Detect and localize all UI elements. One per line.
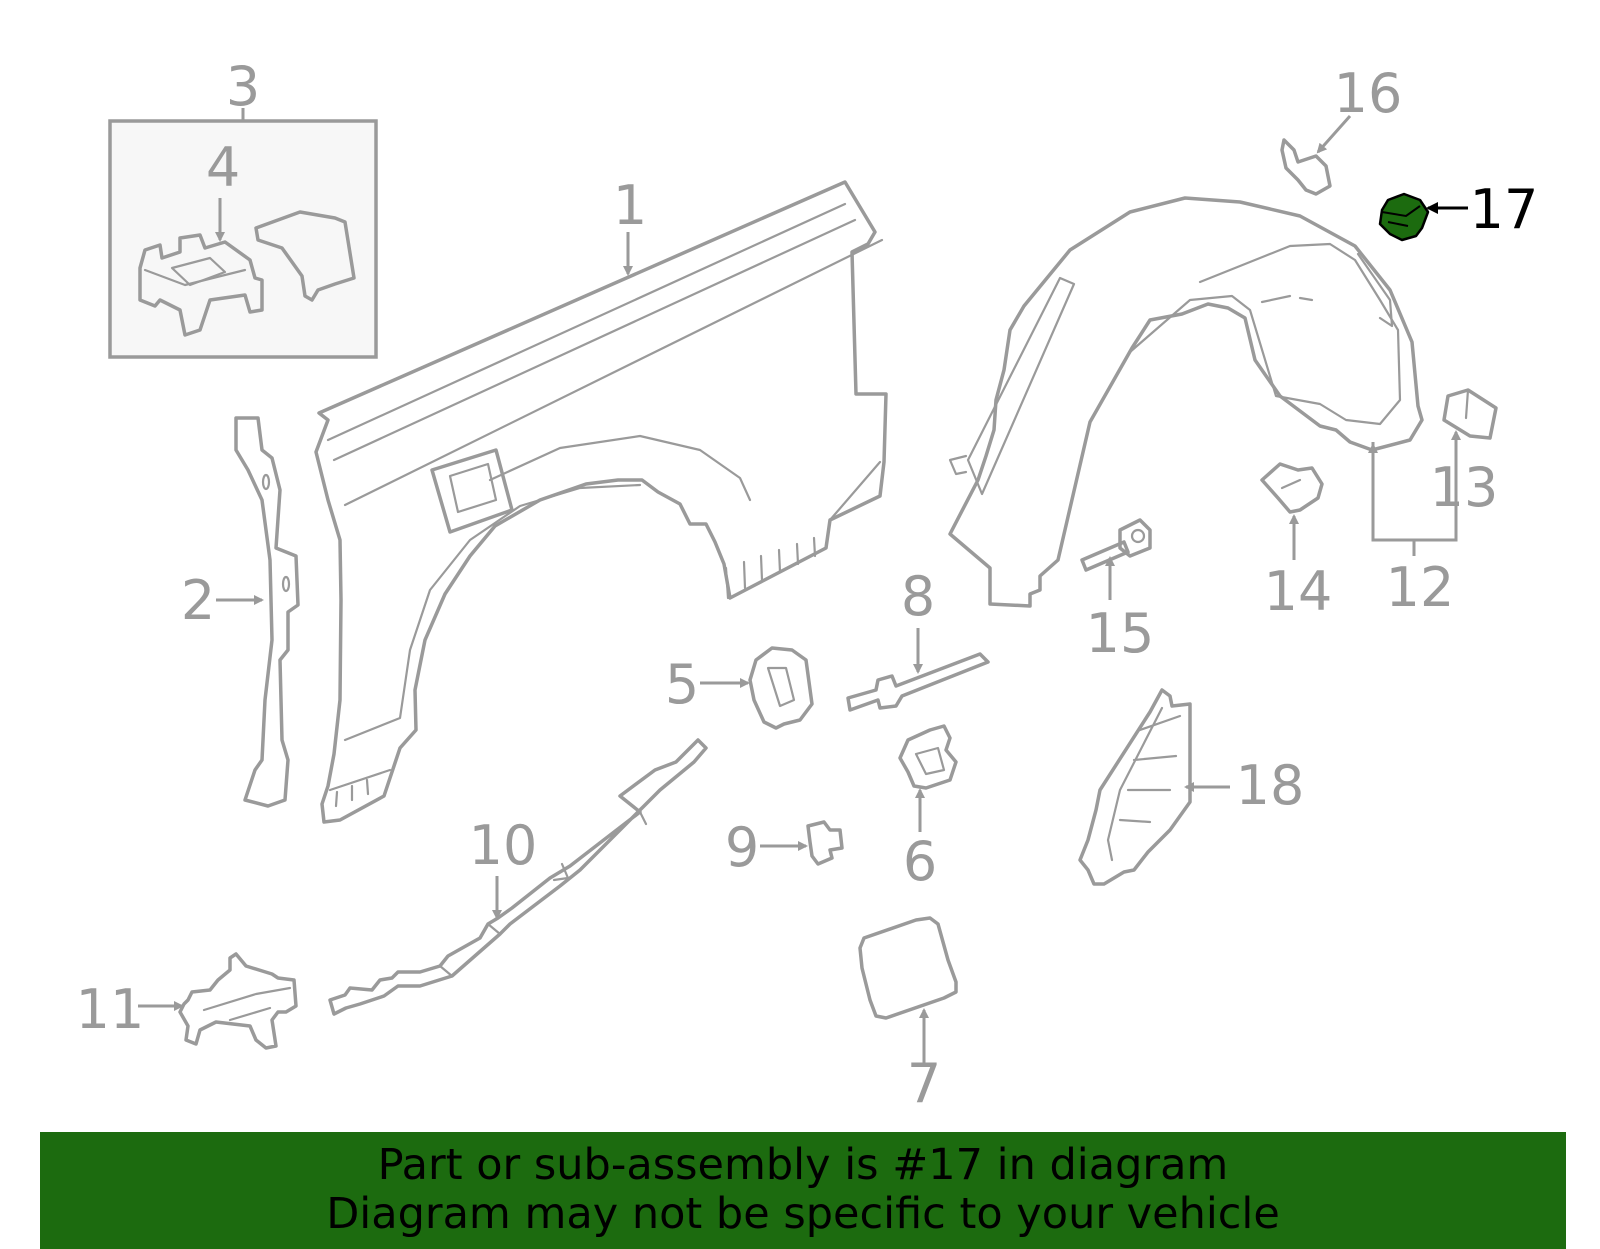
callout-16: 16	[1334, 62, 1403, 125]
part-12-wheelhouse-liner	[948, 196, 1461, 608]
part-14-retainer	[1260, 462, 1324, 560]
callout-2: 2	[181, 569, 215, 632]
part-18-bracket	[1078, 688, 1230, 886]
callout-11: 11	[76, 978, 145, 1041]
part-4-bracket	[138, 198, 356, 337]
part-9-clip	[760, 820, 844, 866]
callout-1: 1	[613, 174, 647, 237]
part-13-clip	[1442, 388, 1498, 440]
callout-9: 9	[725, 816, 759, 879]
callout-18: 18	[1236, 754, 1305, 817]
callout-5: 5	[665, 653, 699, 716]
banner-part-notice: Part or sub-assembly is #17 in diagram	[377, 1140, 1229, 1190]
callout-15: 15	[1086, 602, 1155, 665]
part-6-hinge	[898, 724, 958, 832]
part-2-pillar-reinforcement	[216, 416, 300, 808]
callout-6: 6	[903, 830, 937, 893]
callout-14: 14	[1264, 560, 1333, 623]
callout-3: 3	[226, 55, 260, 118]
part-17-highlighted-nut	[1378, 192, 1468, 242]
callout-7: 7	[907, 1052, 941, 1115]
callout-12: 12	[1386, 556, 1455, 619]
callout-10: 10	[469, 814, 538, 877]
callout-17: 17	[1470, 178, 1539, 241]
part-11-bracket	[138, 952, 298, 1050]
banner-disclaimer: Diagram may not be specific to your vehi…	[326, 1189, 1280, 1239]
part-3-bracket-kit	[108, 108, 378, 359]
part-8-rod	[846, 628, 990, 712]
callout-4: 4	[206, 136, 240, 199]
part-15-screw	[1080, 518, 1152, 600]
part-5-bumper	[700, 646, 814, 730]
info-banner: Part or sub-assembly is #17 in diagram D…	[40, 1132, 1566, 1249]
part-10-harness	[328, 738, 708, 1016]
callout-8: 8	[901, 565, 935, 628]
callout-13: 13	[1430, 456, 1499, 519]
part-16-push-pin	[1280, 115, 1352, 196]
part-1-quarter-panel	[314, 180, 888, 824]
part-7-fuel-door	[858, 916, 958, 1064]
